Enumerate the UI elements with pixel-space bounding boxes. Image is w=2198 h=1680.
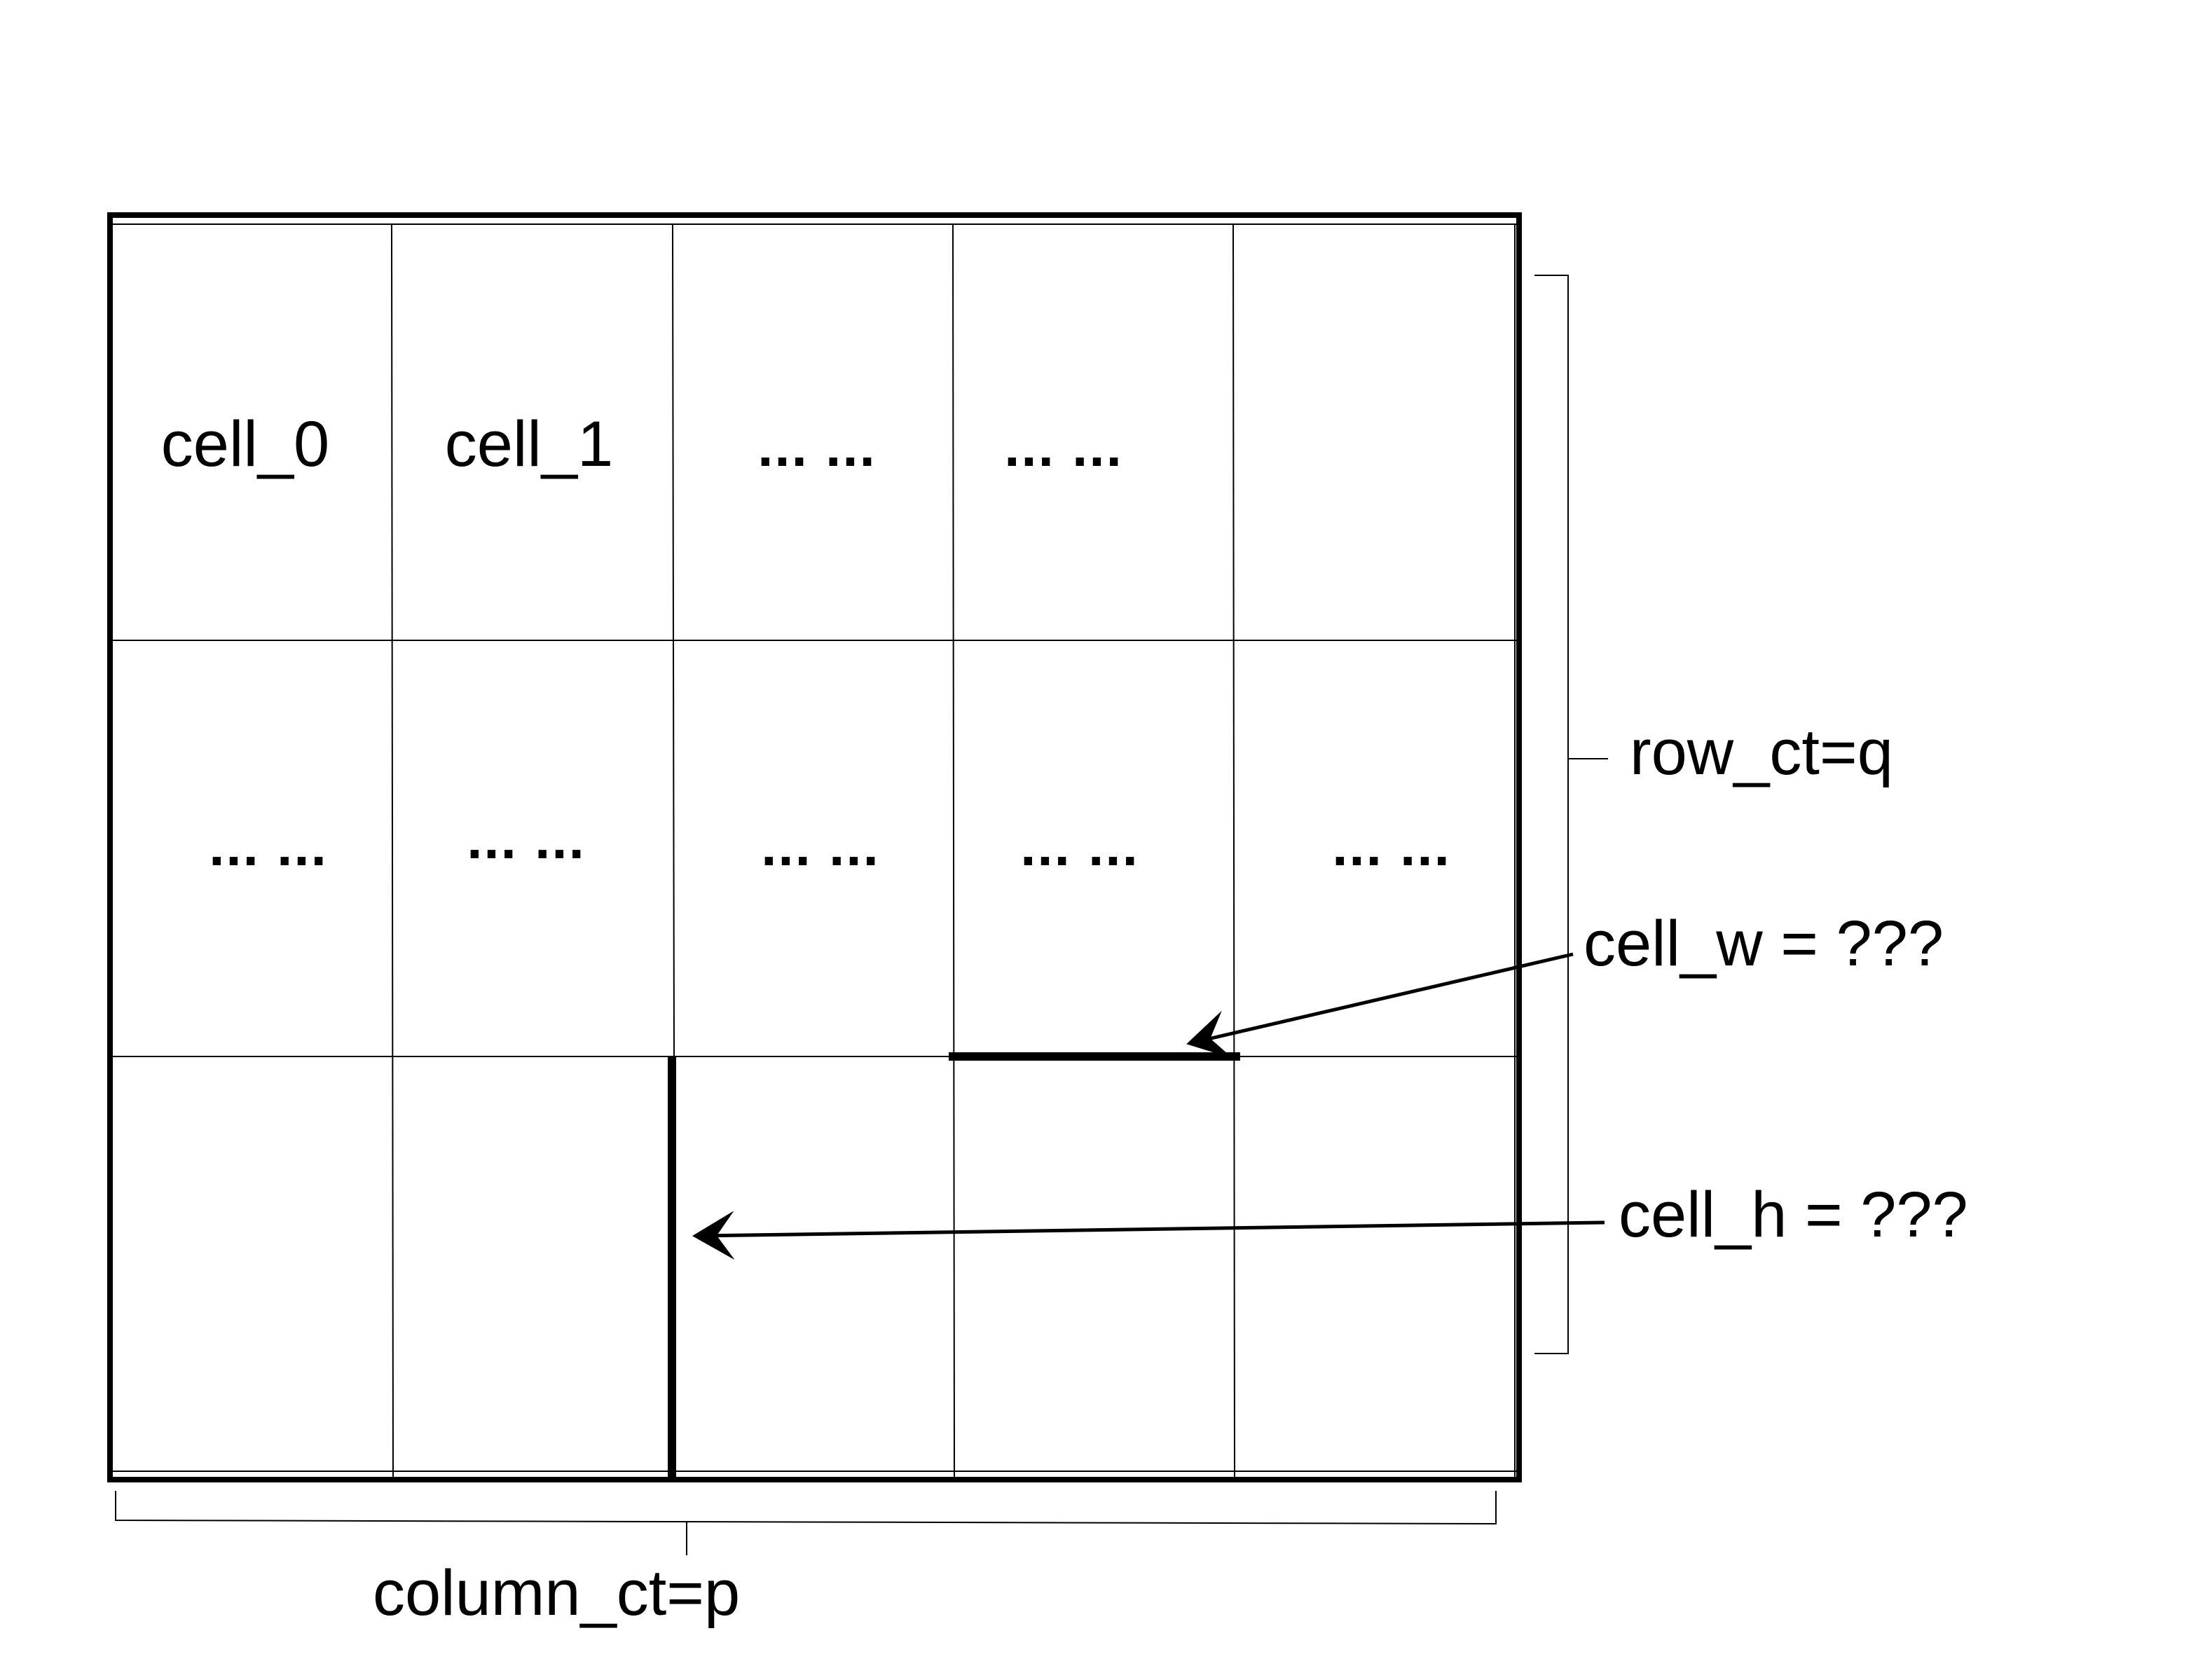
cell-label: ... ... (1004, 415, 1123, 478)
cell-label: ... ... (467, 808, 586, 870)
cell-label: ... ... (209, 815, 328, 877)
cell-label: ... ... (1332, 815, 1451, 877)
column-count-label: column_ct=p (373, 1557, 740, 1629)
cell-height-label: cell_h = ??? (1619, 1179, 1968, 1251)
column-count-bracket (115, 1491, 1497, 1525)
cell-height-arrow (692, 1211, 1605, 1260)
column-divider (1232, 223, 1235, 1478)
cell-label: ... ... (1020, 815, 1139, 877)
cell-label: cell_0 (161, 408, 329, 480)
row-count-bracket (1534, 275, 1569, 1354)
grid-outer-border (107, 212, 1522, 1482)
column-divider (391, 223, 394, 1478)
cell-width-label: cell_w = ??? (1584, 908, 1944, 979)
cell-width-arrow (1186, 952, 1574, 1059)
row-count-label: row_ct=q (1630, 717, 1893, 788)
column-divider (952, 223, 955, 1478)
cell-label: cell_1 (445, 408, 613, 480)
cell-label: ... ... (757, 415, 877, 478)
cell-label: ... ... (761, 815, 880, 877)
